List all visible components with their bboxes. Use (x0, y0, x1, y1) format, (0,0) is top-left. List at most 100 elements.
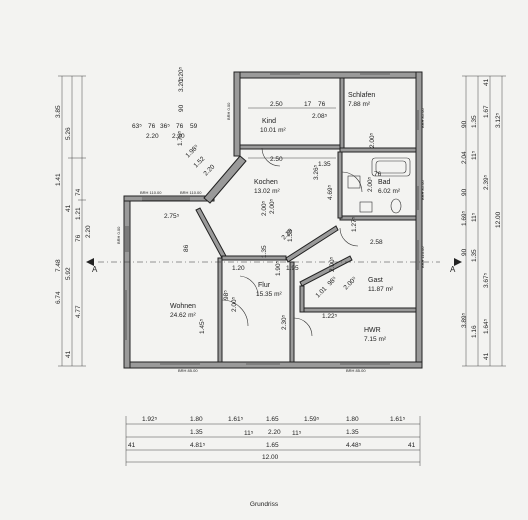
dim-left-outer-7: 41 (65, 350, 72, 358)
dim-left-outer-0: 7.48 (55, 259, 62, 272)
room-name-kochen: Kochen (254, 179, 278, 186)
dim-bad-2005: 2.00⁵ (369, 132, 376, 148)
brh-label: BRH 110.00 (140, 190, 162, 195)
dim-mid-9: 1.01 (314, 285, 328, 299)
brh-labels: BRH 0.00 BRH 85.00 BRH 85.00 BRH 85.00 B… (116, 102, 425, 373)
room-area-flur: 15.35 m² (256, 291, 282, 298)
dim-lt-5: 2.20 (172, 133, 185, 140)
dim-left-outer-4: 76 (75, 234, 82, 242)
dim-left-outer-1: 3.85 (55, 105, 62, 118)
dim-lt-7: 1.52 (192, 155, 206, 169)
dim-mid-1: 1.35 (261, 245, 268, 258)
brh-label: BRH 85.00 (178, 368, 198, 373)
room-area-wohnen: 24.62 m² (170, 312, 196, 319)
brh-label: BRH 110.00 (180, 190, 202, 195)
dim-lt-0: 63⁵ (132, 123, 142, 130)
brh-label: BRH 110.00 (420, 246, 425, 268)
room-name-schlafen: Schlafen (348, 92, 375, 99)
dim-lt-8: 2.20 (202, 163, 216, 177)
dim-right-inner-4: 1.64⁵ (483, 318, 490, 334)
dim-left-inner-3: 5.92 (65, 267, 72, 280)
dim-mid-0: 2.75⁵ (164, 213, 180, 220)
dim-schlafen-135: 1.35 (318, 161, 331, 168)
drawing-caption: Grundriss (250, 501, 279, 508)
dim-lt-1: 76 (148, 123, 156, 130)
left-dimension-chains: 7.48 3.85 1.41 74 76 2.20 4.77 41 5.26 4… (55, 75, 92, 367)
dim-b1-6: 1.61⁵ (390, 416, 406, 423)
dim-b1-4: 1.59⁵ (304, 416, 320, 423)
dim-kochen-top: 2.50 (270, 156, 283, 163)
dim-right-mid-4: 90 (461, 188, 468, 196)
dim-b2-2: 2.20 (268, 429, 281, 436)
room-labels: Schlafen 7.88 m² Kind 10.01 m² Bad 6.02 … (170, 92, 401, 343)
openings (125, 73, 419, 365)
dim-b3-4: 11⁵ (292, 430, 302, 437)
dim-right-inner-2: 2.39⁵ (483, 174, 490, 190)
dim-mid-18: 76 (374, 171, 382, 178)
dim-b3-3: 1.65 (266, 442, 279, 449)
dim-kind-2085: 2.08⁵ (312, 113, 328, 120)
room-name-wohnen: Wohnen (170, 303, 196, 310)
dim-b3-0: 41 (128, 442, 136, 449)
dim-right-mid-0: 90 (461, 120, 468, 128)
brh-label: BRH 85.00 (346, 368, 366, 373)
room-area-kochen: 13.02 m² (254, 188, 280, 195)
dim-left-outer-6: 4.77 (75, 305, 82, 318)
dim-right-mid-2: 2.04 (461, 151, 468, 164)
dim-b2-0: 1.35 (190, 429, 203, 436)
right-dimension-chains: 12.00 41 1.67 3.12⁵ 2.39⁵ 3.67⁵ 1.64⁵ 41… (461, 75, 506, 367)
dim-right-mid-1: 1.35 (471, 115, 478, 128)
brh-label: BRH 85.00 (420, 108, 425, 128)
dim-right-outer-1: 41 (483, 78, 490, 86)
dim-right-inner-0: 1.67 (483, 105, 490, 118)
dim-lt-4: 2.20 (146, 133, 159, 140)
dim-lt-9: 1.76⁵ (177, 130, 184, 146)
dim-left-outer-2: 1.41 (55, 173, 62, 186)
bottom-dimension-chains: 1.92⁵ 1.80 1.61⁵ 1.65 1.59⁵ 1.80 1.61⁵ 1… (125, 416, 421, 466)
dim-lt-14: 1.20⁵ (178, 66, 185, 82)
dim-b1-5: 1.80 (346, 416, 359, 423)
brh-label: BRH 0.00 (226, 102, 231, 120)
dim-left-outer-5: 2.20 (85, 225, 92, 238)
dim-mid-4: 2.00⁵ (261, 200, 268, 216)
dim-mid-10: 86 (183, 244, 190, 252)
dim-right-mid-10: 1.16 (471, 325, 478, 338)
room-name-flur: Flur (258, 282, 271, 289)
dim-mid-11: 98⁵ (326, 275, 338, 287)
dim-left-inner-1: 41 (65, 204, 72, 212)
dim-mid-14: 2.00⁵ (342, 275, 358, 291)
dim-b2-1: 1.35 (346, 429, 359, 436)
dim-lt-13: 90 (178, 104, 185, 112)
dim-right-mid-7: 90 (461, 248, 468, 256)
room-area-gast: 11.87 m² (368, 286, 394, 293)
dim-lt-12: 3.20⁵ (178, 76, 185, 92)
dim-right-inner-5: 41 (483, 352, 490, 360)
dim-b1-3: 1.65 (266, 416, 279, 423)
room-area-bad: 6.02 m² (378, 188, 401, 195)
room-area-schlafen: 7.88 m² (348, 101, 371, 108)
room-name-gast: Gast (368, 277, 383, 284)
bathroom-fixtures (347, 157, 411, 214)
dim-right-mid-5: 1.69⁵ (461, 210, 468, 226)
dim-bottom-total: 12.00 (262, 454, 279, 461)
dim-mid-20: 2.00⁵ (269, 198, 276, 214)
dim-mid-16: 4.69⁵ (327, 184, 334, 200)
dim-right-mid-3: 11⁵ (471, 150, 478, 160)
dim-lt-3: 76 (176, 123, 184, 130)
interior-walls (195, 77, 417, 363)
brh-label: BRH 85.00 (420, 180, 425, 200)
room-name-kind: Kind (262, 118, 276, 125)
brh-label: BRH 0.00 (116, 226, 121, 244)
dim-mid-5: 1.90⁵ (275, 260, 282, 276)
dim-b3-2: 11⁵ (244, 430, 254, 437)
dim-b3-5: 4.48⁵ (346, 442, 362, 449)
dim-b1-1: 1.80 (190, 416, 203, 423)
exterior-walls (123, 71, 423, 369)
dim-mid-13: 1.27⁵ (351, 216, 358, 232)
dim-left-inner-0: 5.26 (65, 127, 72, 140)
dim-left-inner-2: 6.74 (55, 291, 62, 304)
room-name-bad: Bad (378, 179, 391, 186)
dim-left-outer-3: 74 (75, 188, 82, 196)
dim-right-outer-0: 12.00 (495, 211, 502, 228)
